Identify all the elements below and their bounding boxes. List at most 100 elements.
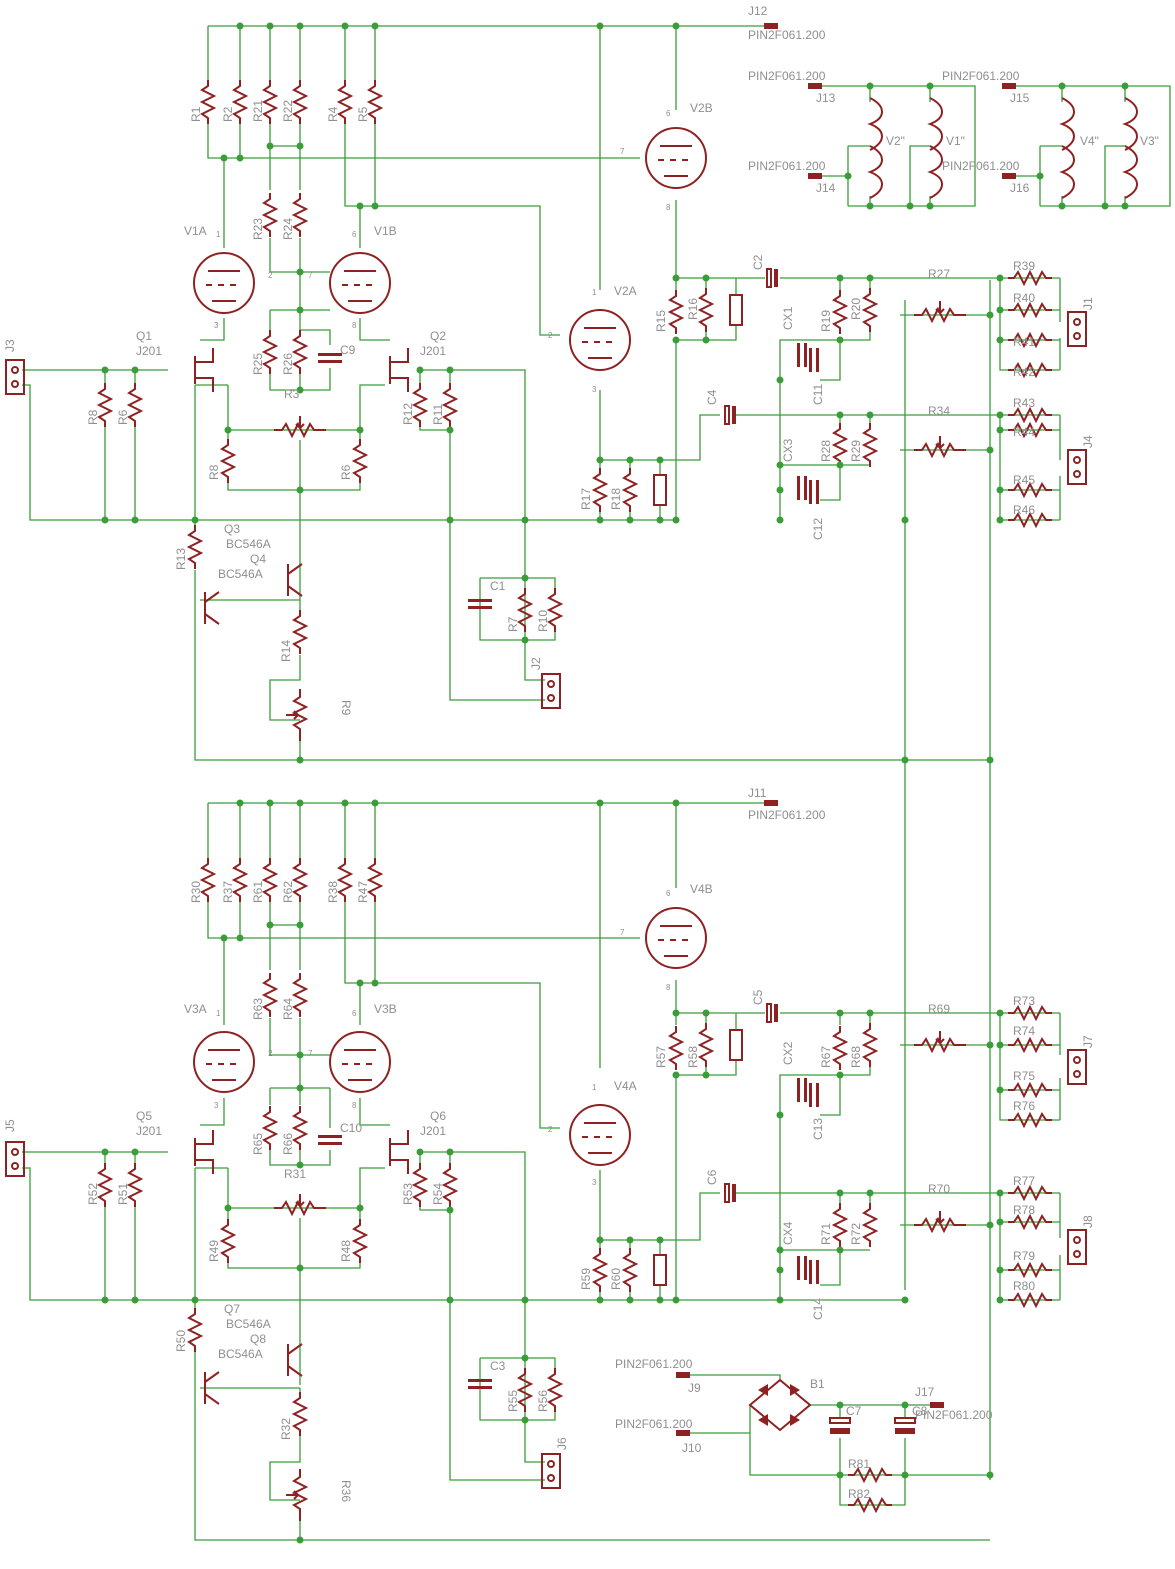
label-J11: J11 bbox=[748, 786, 767, 800]
label-C3: C3 bbox=[490, 1359, 506, 1373]
pot-R69 bbox=[913, 1030, 967, 1052]
label-J12: J12 bbox=[748, 4, 768, 18]
label-V4B: V4B bbox=[690, 882, 713, 896]
label-CX1: CX1 bbox=[781, 306, 795, 330]
capacitor-C10 bbox=[318, 1135, 342, 1145]
svg-text:1: 1 bbox=[216, 1009, 221, 1018]
resistor-R65 bbox=[263, 1105, 277, 1151]
channel-bottom bbox=[5, 800, 1087, 1541]
label-R22: R22 bbox=[281, 100, 295, 122]
label-R16: R10 bbox=[536, 610, 550, 632]
svg-text:3: 3 bbox=[592, 1178, 597, 1187]
label-C2: C2 bbox=[751, 254, 765, 270]
label-R2: R2 bbox=[221, 106, 235, 122]
svg-text:7: 7 bbox=[308, 271, 313, 280]
label-J1: J1 bbox=[1081, 297, 1095, 310]
svg-text:2: 2 bbox=[548, 331, 553, 340]
label-R64: R64 bbox=[281, 998, 295, 1020]
resistor-R49 bbox=[221, 1218, 235, 1264]
label-R26: R26 bbox=[281, 353, 295, 375]
capacitor-C14 bbox=[809, 1260, 819, 1284]
capacitor-C11 bbox=[809, 348, 819, 372]
label-V1A: V1A bbox=[184, 224, 207, 238]
label-R61: R61 bbox=[251, 881, 265, 903]
label-R63: R63 bbox=[251, 998, 265, 1020]
pin-J14 bbox=[808, 173, 822, 179]
resistor-R56 bbox=[548, 1367, 562, 1413]
connector-J8 bbox=[1067, 1229, 1087, 1265]
label-R1: R1 bbox=[189, 106, 203, 122]
label-C7: C7 bbox=[846, 1404, 862, 1418]
label-R55: R55 bbox=[506, 1390, 520, 1412]
label-J3: J3 bbox=[3, 339, 17, 352]
label-Q3-value: BC546A bbox=[226, 537, 271, 551]
connector-J2 bbox=[541, 673, 561, 709]
label-V3B: V3B bbox=[374, 1002, 397, 1016]
label-R44: R44 bbox=[1013, 425, 1035, 439]
label-R12: R8 bbox=[86, 409, 100, 425]
label-R8: R8 bbox=[207, 464, 221, 480]
capacitor-CX2 bbox=[797, 1078, 807, 1102]
capacitor-C2 bbox=[766, 268, 779, 288]
resistor-R59 bbox=[593, 1247, 607, 1293]
label-C11: C11 bbox=[811, 384, 825, 405]
label-R78: R78 bbox=[1013, 1203, 1035, 1217]
label-V1B: V1B bbox=[374, 224, 397, 238]
capacitor-C5 bbox=[766, 1003, 779, 1023]
label-J15-value: PIN2F061.200 bbox=[942, 69, 1020, 83]
resistor-R38 bbox=[338, 857, 352, 903]
label-R43: R43 bbox=[1013, 396, 1035, 410]
label-R19: R17 bbox=[579, 488, 593, 510]
resistor-box-top2 bbox=[653, 474, 667, 506]
label-R69: R69 bbox=[928, 1002, 950, 1016]
label-R20: R18 bbox=[609, 488, 623, 510]
pot-R3 bbox=[273, 415, 327, 437]
resistor-R32 bbox=[293, 1391, 307, 1437]
heater-V4 bbox=[1061, 97, 1075, 199]
label-V2-heater: V2" bbox=[886, 134, 905, 148]
transistor-Q3 bbox=[204, 591, 220, 625]
label-Q4-value: BC546A bbox=[218, 567, 263, 581]
resistor-R52 bbox=[98, 1162, 112, 1208]
label-J13: J13 bbox=[816, 91, 836, 105]
label-R11: R6 bbox=[116, 409, 130, 425]
svg-text:1: 1 bbox=[592, 288, 597, 297]
capacitor-C12 bbox=[809, 480, 819, 504]
label-R24: R24 bbox=[281, 218, 295, 240]
capacitor-C6 bbox=[724, 1183, 737, 1203]
label-R27: R19 bbox=[819, 310, 833, 332]
connector-J4 bbox=[1067, 449, 1087, 485]
resistor-R21 bbox=[263, 79, 277, 125]
capacitor-C9 bbox=[318, 353, 342, 363]
capacitor-C7 bbox=[829, 1417, 851, 1434]
label-J13-value: PIN2F061.200 bbox=[748, 69, 826, 83]
connector-J1 bbox=[1067, 311, 1087, 347]
resistor-R30 bbox=[201, 857, 215, 903]
label-B1: B1 bbox=[810, 1377, 825, 1391]
pin-numbers: 123 678 678 123 123 678 678 123 bbox=[214, 109, 671, 1187]
label-R76: R76 bbox=[1013, 1099, 1035, 1113]
resistor-R53 bbox=[413, 1162, 427, 1208]
pot-R33 bbox=[913, 435, 967, 457]
resistor-R6 bbox=[353, 438, 367, 484]
pin-J16 bbox=[1002, 173, 1016, 179]
heater-V3 bbox=[1124, 97, 1138, 199]
label-R77: R77 bbox=[1013, 1174, 1035, 1188]
label-R75: R75 bbox=[1013, 1069, 1035, 1083]
label-R34: R28 bbox=[819, 440, 833, 462]
label-V4-heater: V4" bbox=[1080, 134, 1099, 148]
label-R81: R81 bbox=[848, 1457, 870, 1471]
label-R32: R32 bbox=[279, 1418, 293, 1440]
label-J11-value: PIN2F061.200 bbox=[748, 808, 826, 822]
label-Q6: Q6 bbox=[430, 1109, 446, 1123]
tube-V3B bbox=[329, 1031, 391, 1093]
resistor-R47 bbox=[368, 857, 382, 903]
svg-text:3: 3 bbox=[214, 1101, 219, 1110]
label-Q4: Q4 bbox=[250, 552, 266, 566]
resistor-R68 bbox=[863, 1022, 877, 1068]
resistor-box-bot2 bbox=[653, 1254, 667, 1286]
resistor-R1 bbox=[201, 79, 215, 125]
label-Q1: Q1 bbox=[136, 329, 152, 343]
resistor-R7 bbox=[293, 609, 307, 655]
label-R74: R74 bbox=[1013, 1024, 1035, 1038]
